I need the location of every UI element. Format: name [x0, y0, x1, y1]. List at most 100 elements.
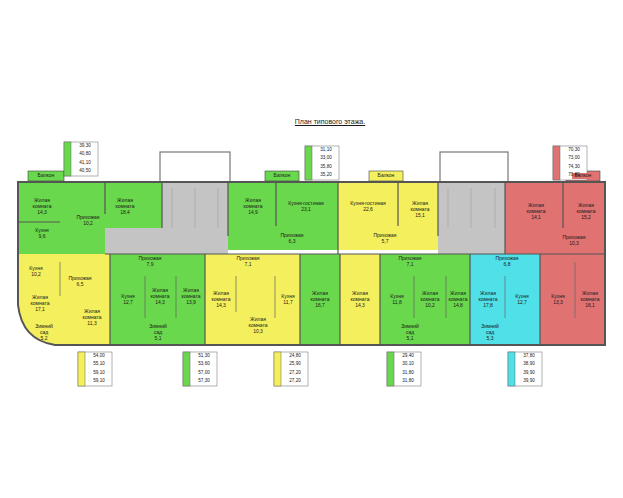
room-area: 5,1 — [397, 336, 423, 342]
room-label: Жилая комната15,1 — [407, 201, 433, 218]
room-name: Жилая комната — [148, 288, 172, 300]
area-value: 40,50 — [79, 169, 91, 174]
room-area: 5,3 — [477, 336, 503, 342]
area-value: 31,10 — [320, 148, 332, 153]
room-area: 16,7 — [308, 303, 332, 309]
area-value: 39,30 — [79, 144, 91, 149]
room-area: 10,2 — [418, 303, 442, 309]
room-area: 11,7 — [281, 300, 294, 306]
room-area: 9,6 — [35, 234, 48, 240]
room-area: 5,2 — [31, 336, 57, 342]
room-name: Жилая комната — [179, 288, 203, 300]
room-name: Балкон — [38, 173, 55, 179]
room-name: Балкон — [378, 173, 395, 179]
area-value: 39,90 — [523, 371, 535, 376]
room-name: Жилая комната — [578, 291, 602, 303]
room-label: Зимний сад5,3 — [477, 324, 503, 341]
area-value: 35,80 — [320, 165, 332, 170]
room-label: Жилая комната14,3 — [148, 288, 172, 305]
room-name: Зимний сад — [31, 324, 57, 336]
area-value: 35,20 — [320, 173, 332, 178]
room-label: Кухня13,3 — [551, 294, 564, 306]
room-area: 10,3 — [246, 329, 270, 335]
room-label: Жилая комната14,8 — [446, 291, 470, 308]
room-label: Кухня-гостиная23,1 — [288, 201, 323, 213]
room-area: 12,7 — [515, 300, 528, 306]
room-area: 6,3 — [280, 239, 303, 245]
area-value: 59,10 — [93, 371, 105, 376]
room-area: 10,2 — [76, 221, 99, 227]
room-name: Жилая комната — [28, 295, 52, 307]
room-label: Прихожая6,8 — [495, 256, 518, 268]
room-name: Жилая комната — [418, 291, 442, 303]
room-label: Жилая комната14,9 — [240, 198, 266, 215]
area-value: 27,20 — [289, 379, 301, 384]
room-name: Жилая комната — [407, 201, 433, 213]
room-label: Жилая комната11,3 — [80, 309, 104, 326]
room-area: 11,8 — [390, 300, 403, 306]
area-value: 41,10 — [79, 161, 91, 166]
area-value: 31,80 — [402, 371, 414, 376]
area-value: 74,30 — [568, 165, 580, 170]
room-name: Жилая комната — [573, 203, 599, 215]
room-area: 16,1 — [578, 303, 602, 309]
room-area: 15,2 — [573, 215, 599, 221]
room-name: Жилая комната — [446, 291, 470, 303]
room-area: 7,1 — [236, 262, 259, 268]
room-name: Жилая комната — [209, 291, 233, 303]
area-value: 24,80 — [289, 354, 301, 359]
room-area: 15,1 — [407, 213, 433, 219]
room-label: Прихожая5,7 — [373, 233, 396, 245]
room-name: Зимний сад — [397, 324, 423, 336]
room-label: Зимний сад5,1 — [397, 324, 423, 341]
area-value: 51,30 — [198, 354, 210, 359]
room-area: 6,8 — [495, 262, 518, 268]
room-name: Жилая комната — [476, 291, 500, 303]
room-label: Жилая комната14,3 — [209, 291, 233, 308]
room-name: Жилая комната — [246, 317, 270, 329]
area-value: 31,80 — [402, 379, 414, 384]
area-value: 38,90 — [523, 362, 535, 367]
area-value: 29,40 — [402, 354, 414, 359]
room-area: 5,1 — [145, 336, 171, 342]
area-value: 37,80 — [523, 354, 535, 359]
room-area: 14,1 — [523, 215, 549, 221]
balcony-box: Балкон — [375, 173, 398, 179]
room-name: Жилая комната — [348, 291, 372, 303]
area-value: 70,30 — [568, 148, 580, 153]
room-label: Кухня11,8 — [390, 294, 403, 306]
area-value: 25,90 — [289, 362, 301, 367]
room-area: 23,1 — [288, 207, 323, 213]
room-area: 14,3 — [29, 210, 55, 216]
room-label: Зимний сад5,2 — [31, 324, 57, 341]
area-value: 30,10 — [402, 362, 414, 367]
room-label: Прихожая7,1 — [398, 256, 421, 268]
room-label: Жилая комната15,2 — [573, 203, 599, 220]
room-area: 7,9 — [138, 262, 161, 268]
room-area: 13,3 — [551, 300, 564, 306]
room-area: 13,9 — [179, 300, 203, 306]
room-label: Зимний сад5,1 — [145, 324, 171, 341]
room-area: 12,7 — [121, 300, 134, 306]
room-area: 22,6 — [350, 207, 385, 213]
room-name: Жилая комната — [308, 291, 332, 303]
area-value: 39,90 — [523, 379, 535, 384]
room-label: Жилая комната10,2 — [418, 291, 442, 308]
room-label: Прихожая10,3 — [562, 235, 585, 247]
room-label: Жилая комната17,1 — [28, 295, 52, 312]
room-label: Жилая комната13,9 — [179, 288, 203, 305]
room-name: Зимний сад — [477, 324, 503, 336]
area-value: 73,00 — [568, 156, 580, 161]
room-label: Жилая комната18,4 — [112, 198, 138, 215]
room-label: Жилая комната16,1 — [578, 291, 602, 308]
room-area: 10,3 — [562, 241, 585, 247]
plan-title: План типового этажа. — [295, 118, 365, 125]
room-area: 7,1 — [398, 262, 421, 268]
area-value: 40,80 — [79, 152, 91, 157]
room-label: Прихожая6,5 — [68, 276, 91, 288]
room-label: Кухня12,7 — [121, 294, 134, 306]
room-label: Жилая комната16,7 — [308, 291, 332, 308]
room-label: Жилая комната14,3 — [348, 291, 372, 308]
area-value: 55,10 — [93, 362, 105, 367]
